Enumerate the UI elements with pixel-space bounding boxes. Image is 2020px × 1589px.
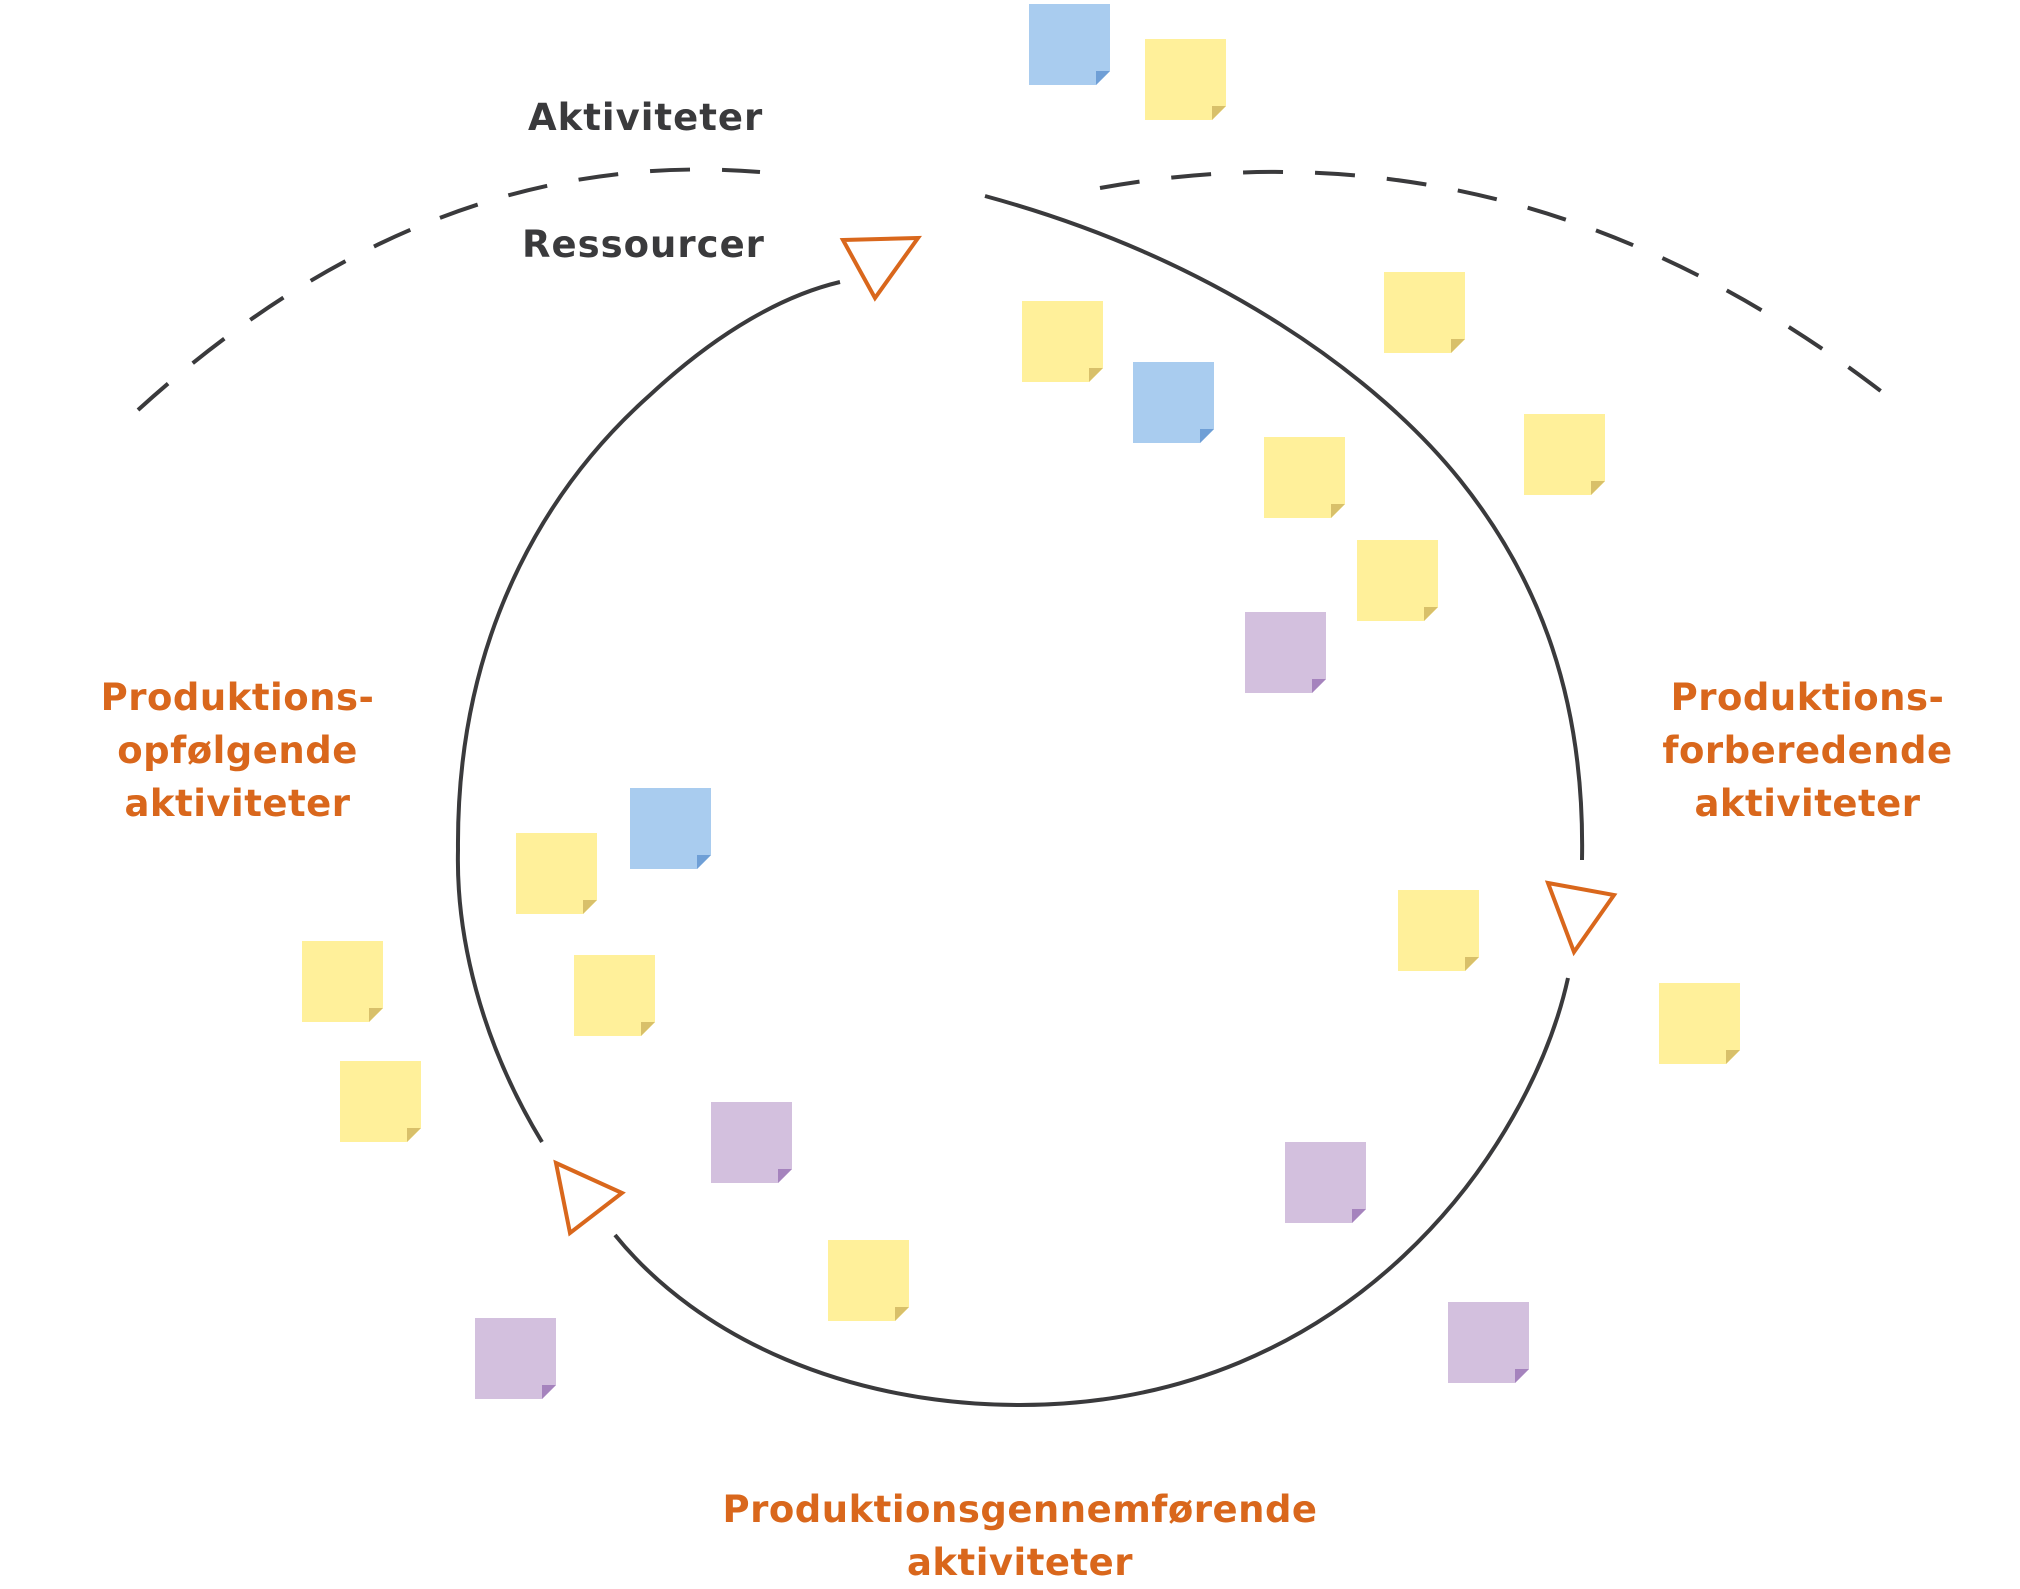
sticky-note (1398, 890, 1479, 971)
cycle-segment-left (455, 280, 841, 1144)
label-opfoelgende: Produktions- opfølgende aktiviteter (85, 671, 390, 830)
sticky-note (516, 833, 597, 914)
label-ressourcer: Ressourcer (522, 223, 765, 266)
sticky-note (1264, 437, 1345, 518)
sticky-note (1133, 362, 1214, 443)
sticky-note (711, 1102, 792, 1183)
arrow-top (839, 235, 922, 302)
label-opfoelgende-line-2: opfølgende (117, 729, 358, 772)
sticky-note (475, 1318, 556, 1399)
label-gennemfoerende-line-1: Produktionsgennemførende (722, 1488, 1318, 1531)
dashed-arc-right (1099, 169, 1907, 412)
label-forberedende-line-3: aktiviteter (1694, 782, 1921, 825)
cycle-segment-bottom (613, 977, 1570, 1408)
sticky-note (1524, 414, 1605, 495)
label-gennemfoerende-line-2: aktiviteter (906, 1541, 1134, 1584)
sticky-note (828, 1240, 909, 1321)
sticky-note (1285, 1142, 1366, 1223)
sticky-note (1448, 1302, 1529, 1383)
sticky-note (574, 955, 655, 1036)
label-forberedende-line-2: forberedende (1662, 729, 1953, 772)
arrow-right (1544, 880, 1618, 957)
label-opfoelgende-line-3: aktiviteter (124, 782, 351, 825)
label-forberedende: Produktions- forberedende aktiviteter (1650, 671, 1965, 830)
sticky-note (302, 941, 383, 1022)
dashed-arc-left (136, 167, 761, 412)
label-gennemfoerende: Produktionsgennemførende aktiviteter (720, 1483, 1320, 1589)
label-aktiviteter: Aktiviteter (528, 96, 764, 139)
sticky-note (1659, 983, 1740, 1064)
sticky-note (340, 1061, 421, 1142)
arrow-bottom-left (553, 1159, 626, 1237)
label-opfoelgende-line-1: Produktions- (100, 676, 375, 719)
sticky-note (1384, 272, 1465, 353)
sticky-note (1357, 540, 1438, 621)
label-forberedende-line-1: Produktions- (1670, 676, 1945, 719)
sticky-note (630, 788, 711, 869)
sticky-note (1022, 301, 1103, 382)
sticky-note (1245, 612, 1326, 693)
cycle-segment-top-right (984, 194, 1585, 861)
sticky-note (1145, 39, 1226, 120)
sticky-note (1029, 4, 1110, 85)
